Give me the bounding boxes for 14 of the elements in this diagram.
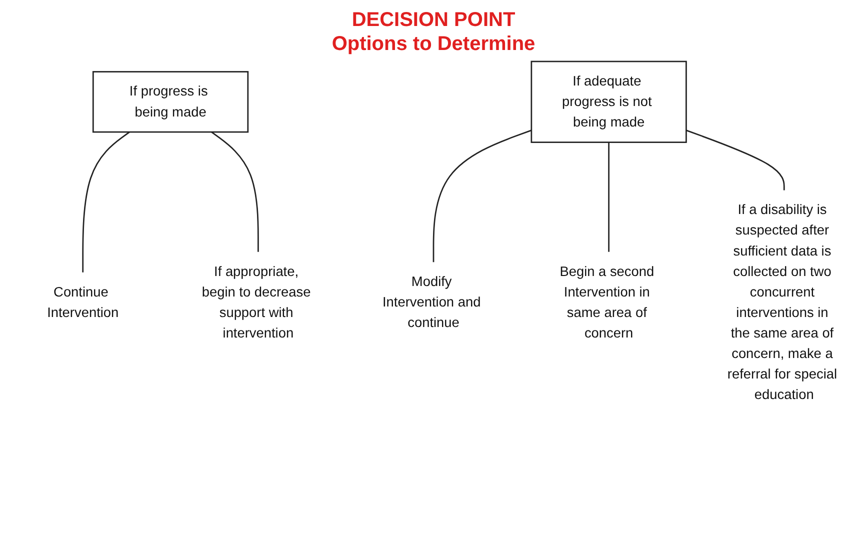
subtitle: Options to Determine bbox=[332, 32, 536, 56]
node-text: If a disability is suspected after sufficient data is collected on two concurrent interventions in the same area of concern, make a referral for special education bbox=[727, 202, 838, 403]
connector bbox=[211, 131, 259, 252]
node-text: Continue Intervention bbox=[47, 284, 119, 320]
connector bbox=[432, 130, 532, 262]
node-text: Begin a second Intervention in same area of concern bbox=[560, 264, 654, 341]
node-text: If appropriate, begin to decrease support with intervention bbox=[202, 264, 311, 341]
node-box: If adequate progress is not being made bbox=[530, 60, 687, 143]
connector bbox=[686, 130, 785, 190]
node-box: If progress is being made bbox=[92, 71, 249, 133]
connector bbox=[608, 142, 610, 252]
connector bbox=[82, 131, 130, 272]
diagram-title: DECISION POINT bbox=[352, 8, 516, 32]
node-text: Modify Intervention and continue bbox=[382, 274, 481, 331]
